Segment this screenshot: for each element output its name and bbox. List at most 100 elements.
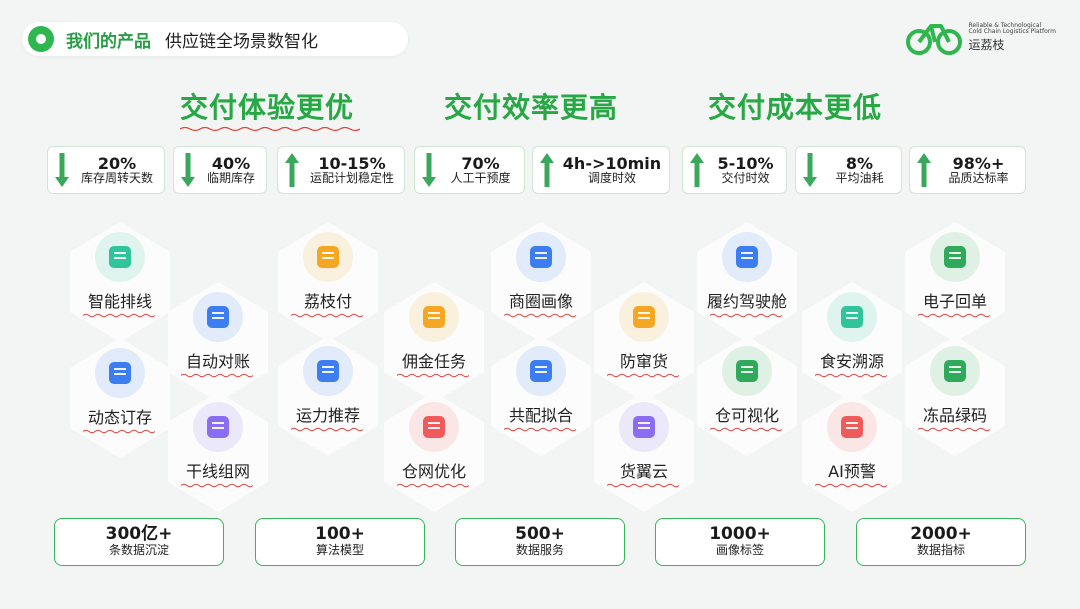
- feature-tile[interactable]: 电子回单: [905, 222, 1005, 342]
- metric-label: 人工干预度: [450, 171, 511, 186]
- metric-value: 10-15%: [318, 153, 386, 173]
- wavy-underline: [815, 373, 888, 378]
- wavy-underline: [710, 427, 783, 432]
- stat-card: 500+数据服务: [455, 518, 625, 566]
- metric-card: 98%+品质达标率: [909, 146, 1026, 194]
- feature-label: AI预警: [828, 462, 876, 481]
- metric-value: 4h->10min: [562, 153, 662, 173]
- hexagon-background: [168, 282, 268, 402]
- metric-label: 临期库存: [206, 171, 255, 186]
- logo-english-line1: Reliable & Technological: [968, 22, 1042, 29]
- hexagon-background: [168, 392, 268, 512]
- route-icon: [95, 232, 145, 282]
- feature-tile[interactable]: 动态订存: [70, 338, 170, 458]
- feature-tile[interactable]: 运力推荐: [278, 336, 378, 456]
- wavy-underline: [918, 427, 991, 432]
- metric-card: 40%临期库存: [173, 146, 267, 194]
- wavy-underline: [607, 373, 680, 378]
- box-icon: [95, 348, 145, 398]
- metric-card: 20%库存周转天数: [47, 146, 165, 194]
- stat-card: 2000+数据指标: [856, 518, 1026, 566]
- wavy-underline: [504, 427, 577, 432]
- feature-label: 干线组网: [185, 462, 250, 481]
- arrow-up-icon: [690, 153, 704, 187]
- wavy-underline: [181, 483, 254, 488]
- feature-label: 智能排线: [87, 292, 152, 311]
- feature-tile[interactable]: 货翼云: [594, 392, 694, 512]
- metric-label: 交付时效: [721, 171, 770, 186]
- qr-code-icon: [930, 346, 980, 396]
- metric-value: 70%: [461, 153, 500, 173]
- metric-label: 平均油耗: [835, 171, 884, 186]
- hourglass-icon: [409, 402, 459, 452]
- arrow-down-icon: [422, 153, 436, 187]
- feature-label: 共配拟合: [508, 406, 573, 425]
- feature-label: 防窜货: [619, 352, 668, 371]
- feature-label: 食安溯源: [819, 352, 884, 371]
- stat-label: 数据服务: [515, 542, 564, 557]
- headline-experience: 交付体验更优: [180, 86, 360, 132]
- feature-label: 冻品绿码: [922, 406, 987, 425]
- brand-logo: Reliable & Technological Cold Chain Logi…: [905, 16, 1056, 58]
- hexagon-background: [594, 392, 694, 512]
- wavy-underline: [291, 313, 364, 318]
- metric-label: 运配计划稳定性: [309, 171, 394, 186]
- feature-tile[interactable]: 荔枝付: [278, 222, 378, 342]
- feature-tile[interactable]: 商圈画像: [491, 222, 591, 342]
- wavy-underline: [607, 483, 680, 488]
- feature-tile[interactable]: 自动对账: [168, 282, 268, 402]
- section-label: 我们的产品: [66, 31, 151, 52]
- feature-label: 仓网优化: [401, 462, 466, 481]
- store-icon: [516, 232, 566, 282]
- wavy-underline: [710, 313, 783, 318]
- metric-card: 10-15%运配计划稳定性: [277, 146, 405, 194]
- wavy-underline: [181, 373, 254, 378]
- feature-tile[interactable]: 食安溯源: [802, 282, 902, 402]
- feature-label: 动态订存: [87, 408, 152, 427]
- feature-tile[interactable]: 仓可视化: [697, 336, 797, 456]
- feature-label: 货翼云: [619, 462, 668, 481]
- feature-label: 履约驾驶舱: [706, 292, 787, 311]
- wavy-underline: [397, 373, 470, 378]
- metric-value: 8%: [845, 153, 874, 173]
- feature-label: 仓可视化: [714, 406, 779, 425]
- stat-value: 100+: [315, 524, 365, 544]
- hexagon-background: [905, 222, 1005, 342]
- feature-tile[interactable]: 履约驾驶舱: [697, 222, 797, 342]
- wavy-underline: [397, 483, 470, 488]
- delivery-truck-icon: [722, 232, 772, 282]
- arrow-down-icon: [55, 153, 69, 187]
- bicycle-logo-icon: [905, 24, 962, 55]
- feature-tile[interactable]: 冻品绿码: [905, 336, 1005, 456]
- coins-icon: [409, 292, 459, 342]
- feature-tile[interactable]: 智能排线: [70, 222, 170, 342]
- hexagon-background: [802, 282, 902, 402]
- logo-english-line2: Cold Chain Logistics Platform: [968, 28, 1056, 35]
- hexagon-background: [697, 336, 797, 456]
- stat-card: 300亿+条数据沉淀: [54, 518, 224, 566]
- stat-card: 1000+画像标签: [655, 518, 825, 566]
- stat-value: 300亿+: [105, 524, 173, 544]
- feature-tile[interactable]: AI预警: [802, 392, 902, 512]
- feature-tile[interactable]: 共配拟合: [491, 336, 591, 456]
- feature-tile[interactable]: 干线组网: [168, 392, 268, 512]
- stat-label: 画像标签: [715, 542, 764, 557]
- stat-label: 算法模型: [315, 542, 364, 557]
- arrow-up-icon: [540, 153, 554, 187]
- stat-label: 条数据沉淀: [108, 542, 169, 557]
- wavy-underline: [815, 483, 888, 488]
- feature-tile[interactable]: 防窜货: [594, 282, 694, 402]
- metric-value: 20%: [97, 153, 137, 173]
- stat-label: 数据指标: [916, 542, 965, 557]
- truck-star-icon: [303, 346, 353, 396]
- metric-value: 98%+: [952, 153, 1005, 173]
- feature-tile[interactable]: 仓网优化: [384, 392, 484, 512]
- document-stack-icon: [827, 292, 877, 342]
- wavy-underline: [918, 313, 991, 318]
- metric-card: 5-10%交付时效: [682, 146, 787, 194]
- receipt-icon: [930, 232, 980, 282]
- feature-tile[interactable]: 佣金任务: [384, 282, 484, 402]
- bullet-icon: [28, 26, 54, 52]
- headline-efficiency: 交付效率更高: [444, 91, 619, 124]
- feature-label: 电子回单: [922, 292, 987, 311]
